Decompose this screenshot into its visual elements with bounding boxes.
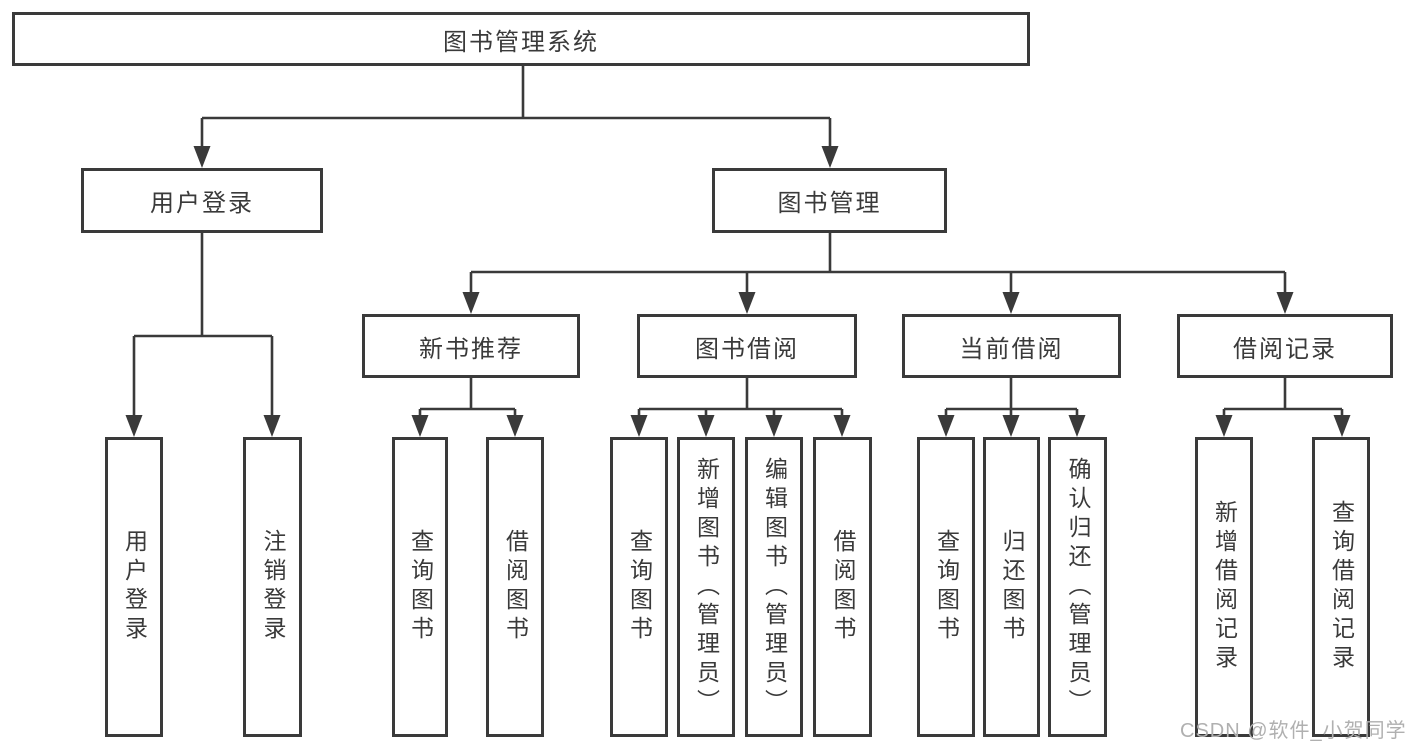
leaf-current-confirm-return-admin: 确认归还（管理员） [1048, 437, 1107, 737]
leaf-user-login: 用户登录 [105, 437, 163, 737]
connector-book-management-branch [462, 233, 1294, 314]
node-new-book-recommend: 新书推荐 [362, 314, 580, 378]
node-root: 图书管理系统 [12, 12, 1030, 66]
leaf-recommend-query-book: 查询图书 [392, 437, 448, 737]
leaf-records-query-record: 查询借阅记录 [1312, 437, 1370, 737]
leaf-current-query-book: 查询图书 [917, 437, 975, 737]
connector-book-borrowing-branch [630, 378, 851, 437]
node-book-borrowing: 图书借阅 [637, 314, 857, 378]
leaf-borrow-edit-book-admin: 编辑图书（管理员） [745, 437, 803, 737]
leaf-borrow-add-book-admin: 新增图书（管理员） [677, 437, 735, 737]
connector-root-to-level2 [193, 66, 839, 168]
connector-borrowing-records-branch [1215, 378, 1351, 437]
connector-user-login-branch [125, 233, 281, 437]
csdn-watermark: CSDN @软件_小贺同学 [1180, 720, 1405, 742]
node-current-borrowing: 当前借阅 [902, 314, 1121, 378]
node-book-management: 图书管理 [712, 168, 947, 233]
leaf-borrow-borrow-book: 借阅图书 [813, 437, 872, 737]
leaf-current-return-book: 归还图书 [983, 437, 1040, 737]
leaf-borrow-query-book: 查询图书 [610, 437, 668, 737]
leaf-logout: 注销登录 [243, 437, 302, 737]
leaf-records-add-record: 新增借阅记录 [1195, 437, 1253, 737]
leaf-recommend-borrow-book: 借阅图书 [486, 437, 544, 737]
node-borrowing-records: 借阅记录 [1177, 314, 1393, 378]
node-user-login: 用户登录 [81, 168, 323, 233]
connector-new-book-recommend-branch [411, 378, 524, 437]
connector-current-borrowing-branch [937, 378, 1086, 437]
